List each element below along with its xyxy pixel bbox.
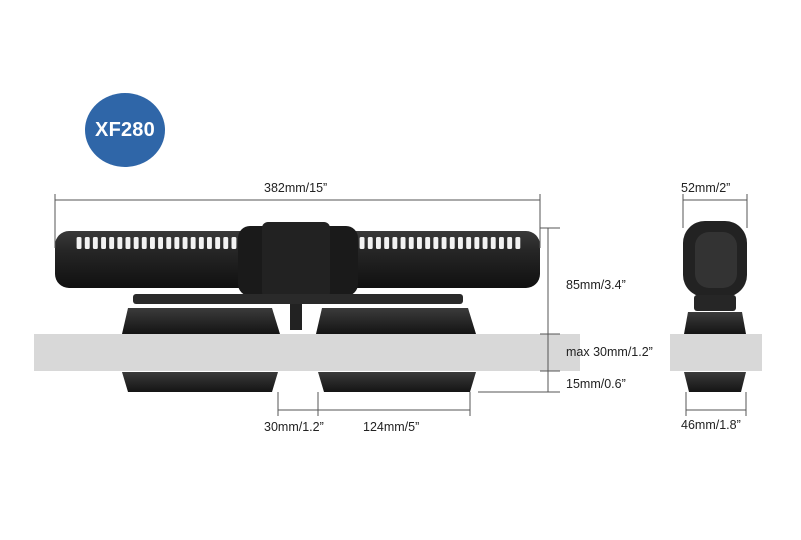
mount-spacing-label: 124mm/5” [363,420,420,434]
vent-slot [425,237,431,249]
vent-slot [490,237,496,249]
side-width-label: 52mm/2” [681,181,731,195]
inner-mount-left [122,308,280,334]
vent-slot [367,237,373,249]
vent-slot [458,237,463,249]
vent-slot [466,237,472,249]
vent-slot [166,237,172,249]
vent-slot [507,237,513,249]
height-label: 85mm/3.4” [566,278,626,292]
vent-slot [158,237,163,249]
pump-side-view [683,221,747,392]
vent-slot [109,237,115,249]
mount-gap-label: 30mm/1.2” [264,420,324,434]
vent-slot [359,237,365,249]
vent-slot [482,237,488,249]
vent-slot [207,237,212,249]
vent-slot [150,237,155,249]
vent-slot [101,237,106,249]
vent-slot [231,237,237,249]
vent-slot [198,237,204,249]
vent-slot [384,237,390,249]
vent-slot [76,237,82,249]
inner-mount-right [316,308,476,334]
side-mount-width-label: 46mm/1.8” [681,418,741,432]
vent-slot [441,237,447,249]
outer-magnet-right [318,372,476,392]
vent-slot [215,237,221,249]
outer-magnet-left [122,372,278,392]
vent-slot [125,237,131,249]
vent-slot [376,237,381,249]
vent-slot [433,237,439,249]
vent-slot [190,237,196,249]
vent-slot [449,237,455,249]
vent-slot [223,237,229,249]
vent-slot [117,237,123,249]
max-glass-label: max 30mm/1.2” [566,345,653,359]
vent-slot [133,237,139,249]
glass-panel-front [34,334,580,371]
vent-slot [515,237,521,249]
vent-slot [92,237,98,249]
vent-slot [400,237,406,249]
dimension-lines [54,194,748,416]
vent-slot [408,237,414,249]
vent-slot [182,237,188,249]
vent-slot [392,237,398,249]
magnet-thickness-label: 15mm/0.6” [566,377,626,391]
vent-slot [474,237,480,249]
length-label: 382mm/15” [264,181,328,195]
glass-panel-side [670,334,762,371]
vent-slot [499,237,504,249]
vent-slot [417,237,422,249]
vent-slot [84,237,90,249]
pump-front-view [55,222,540,330]
model-badge: XF280 [85,93,165,167]
vent-slot [141,237,147,249]
vent-slot [174,237,180,249]
